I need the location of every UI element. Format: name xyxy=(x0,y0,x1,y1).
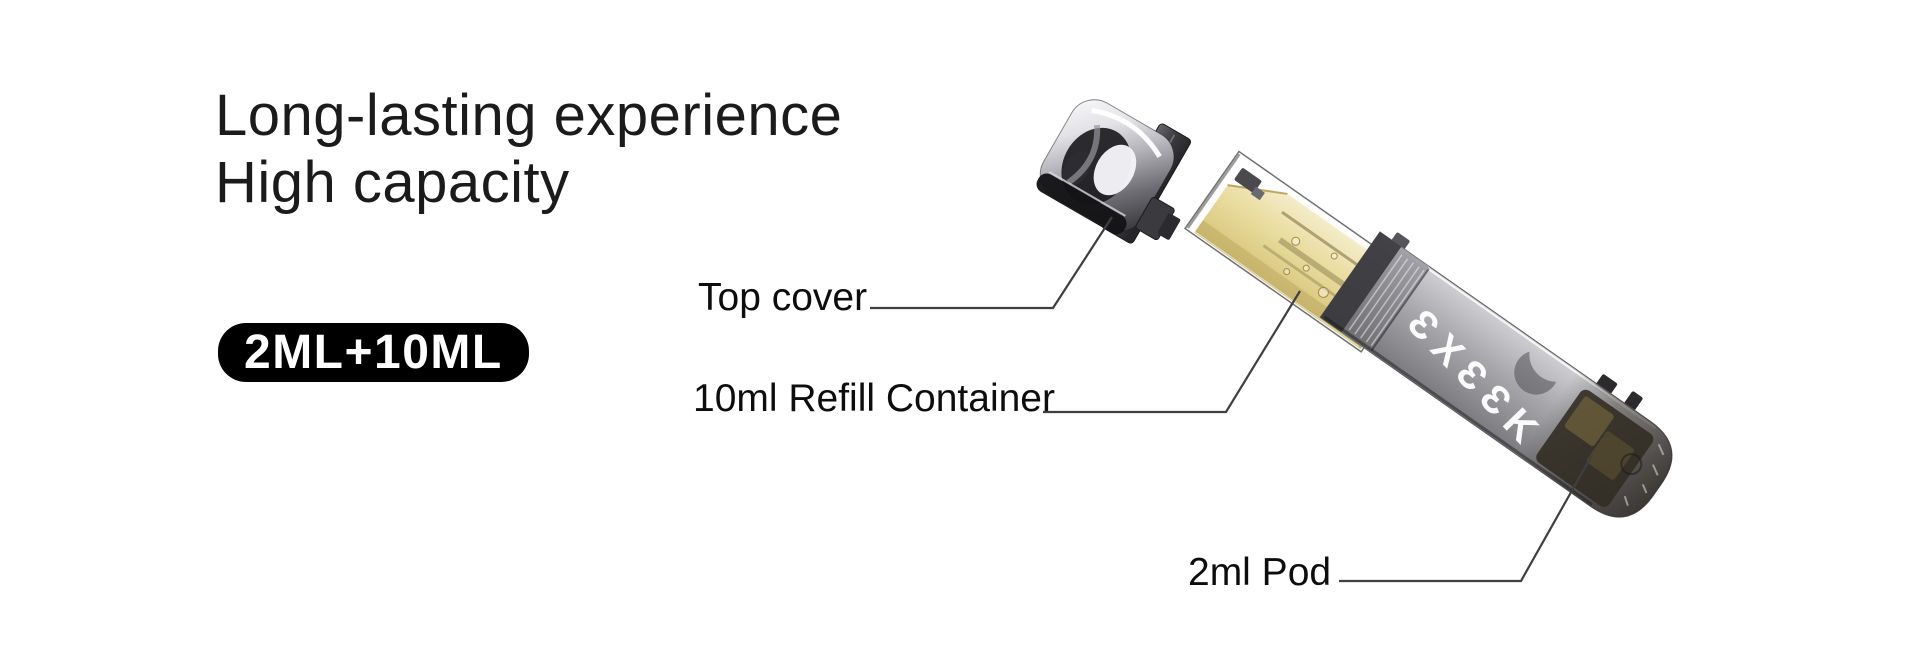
body-top-tab xyxy=(1594,374,1618,397)
body-shell xyxy=(1319,231,1673,518)
mouthpiece-shadow xyxy=(1062,151,1091,187)
callout-line-top-cover xyxy=(870,216,1113,310)
body-top-tab xyxy=(1624,391,1643,411)
container-latch xyxy=(1234,168,1262,193)
wick-channel xyxy=(1262,244,1373,323)
callout-line-pod xyxy=(1339,454,1593,583)
pod-coil-glow xyxy=(1564,396,1614,446)
container-open-rim xyxy=(1186,153,1241,229)
pod-window xyxy=(1536,389,1654,507)
crescent-logo xyxy=(1514,351,1557,395)
callout-label-top-cover: Top cover xyxy=(698,276,868,319)
liquid-surface-line xyxy=(1227,184,1288,195)
collar-ribs xyxy=(1348,254,1425,346)
cover-connector-nub xyxy=(1135,197,1175,241)
cover-connector-step xyxy=(1157,213,1181,240)
cover-plate-ridge xyxy=(1117,134,1176,233)
headline-line-1: Long-lasting experience xyxy=(215,83,843,148)
cover-side-plate xyxy=(1101,123,1191,244)
collar-ring xyxy=(1341,246,1430,352)
airflow-hole xyxy=(1620,453,1643,476)
container-glass xyxy=(1183,150,1417,353)
cover-bottom-rim xyxy=(1036,173,1127,235)
mouthpiece-opening xyxy=(1061,127,1132,205)
rim-highlight xyxy=(1048,171,1126,217)
liquid-bubbles xyxy=(1283,236,1359,298)
chrome-streak xyxy=(1066,124,1101,185)
collar-edge xyxy=(1370,268,1430,352)
body-bottom-shade xyxy=(1323,315,1593,506)
refill-container-part xyxy=(1183,150,1417,353)
container-latch-step xyxy=(1250,186,1265,201)
chrome-highlight xyxy=(1091,107,1162,158)
callout-line-refill-container xyxy=(1043,290,1301,414)
glass-highlight xyxy=(1189,227,1360,347)
headline-line-2: High capacity xyxy=(215,150,570,215)
brand-logo: ƐXƐƐK xyxy=(1399,301,1553,458)
device-body-part: ƐXƐƐK xyxy=(1319,231,1673,518)
wick-channel xyxy=(1277,237,1385,315)
glass-highlight xyxy=(1240,155,1410,276)
container-air-pocket xyxy=(1218,154,1292,191)
capacity-badge: 2ML+10ML xyxy=(218,323,529,382)
mouthpiece-inner-wall xyxy=(1093,144,1137,196)
callout-label-pod: 2ml Pod xyxy=(1188,551,1332,594)
top-cover-part xyxy=(1036,99,1191,244)
headline: Long-lasting experience High capacity xyxy=(215,82,842,216)
liquid-shade xyxy=(1194,220,1370,350)
callout-label-refill-container: 10ml Refill Container xyxy=(693,377,1055,420)
body-top-highlight xyxy=(1380,234,1657,429)
wick-channel xyxy=(1281,210,1398,294)
body-joint-frame xyxy=(1320,232,1402,333)
brand-logo-text: ƐXƐƐK xyxy=(1399,301,1553,458)
body-top-tab xyxy=(1389,232,1410,252)
pod-coil-glow xyxy=(1586,431,1635,480)
mouthpiece-cup xyxy=(1039,99,1175,232)
container-liquid xyxy=(1194,185,1410,350)
tip-ribs xyxy=(1623,443,1665,506)
smoky-tip xyxy=(1516,369,1672,518)
